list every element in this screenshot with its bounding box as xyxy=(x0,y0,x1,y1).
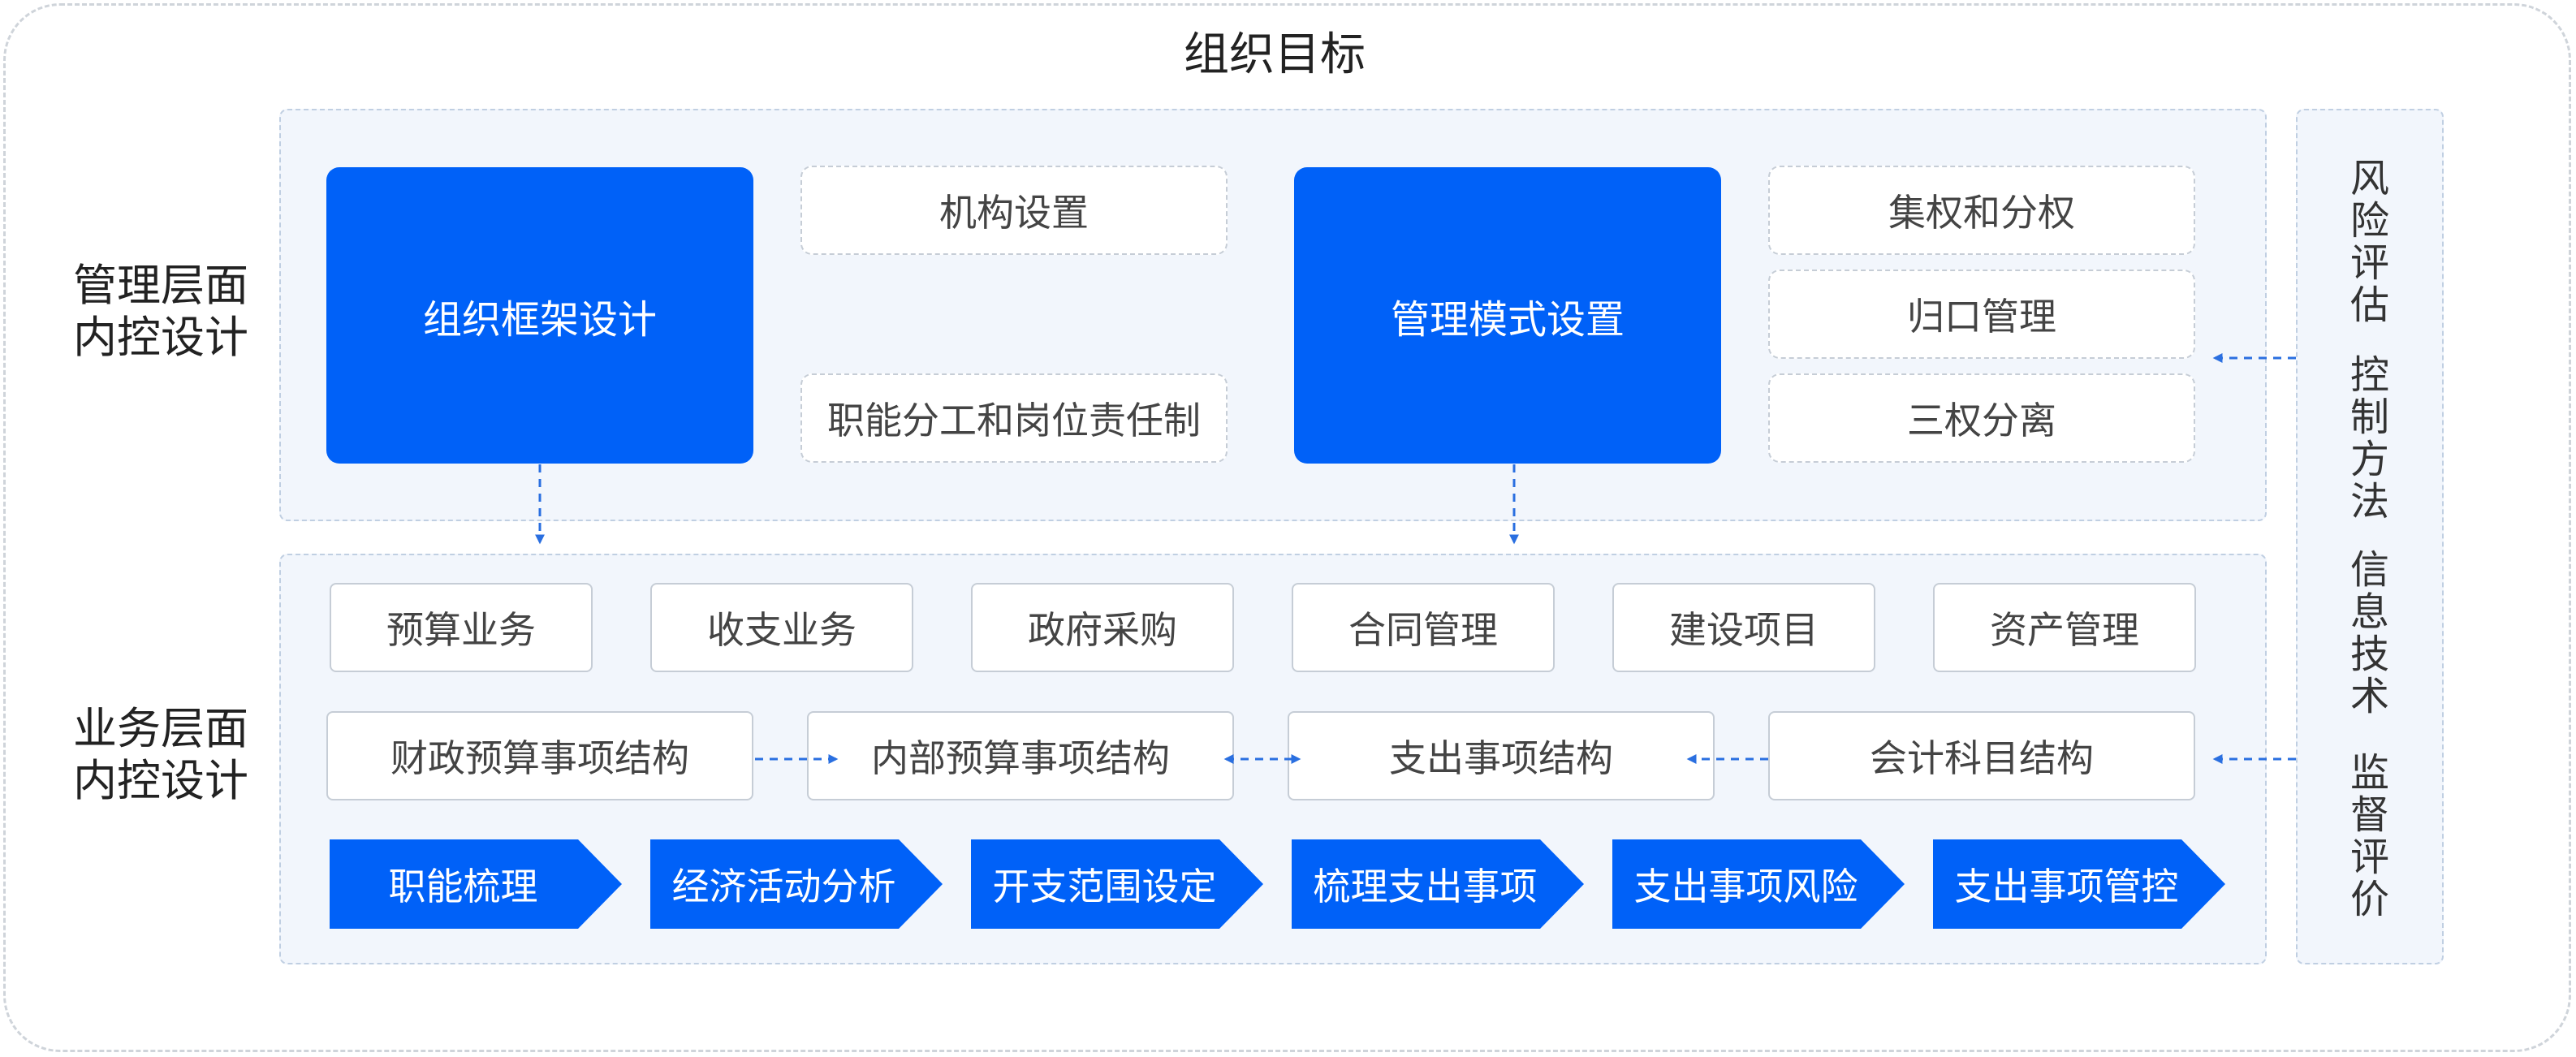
business-item-revenue-expense: 收支业务 xyxy=(650,583,913,672)
step-expense-control: 支出事项管控 xyxy=(1933,839,2225,929)
supervision-evaluation-label: 监督评价 xyxy=(2349,750,2389,922)
control-method-label: 控制方法 xyxy=(2349,352,2389,524)
management-layer-label: 管理层面 内控设计 xyxy=(73,260,248,363)
structure-accounting-subjects: 会计科目结构 xyxy=(1768,711,2195,800)
business-item-contract: 合同管理 xyxy=(1292,583,1555,672)
outer-frame xyxy=(3,3,2571,1052)
business-item-assets: 资产管理 xyxy=(1933,583,2196,672)
step-economic-analysis: 经济活动分析 xyxy=(650,839,943,929)
duty-division-box: 职能分工和岗位责任制 xyxy=(800,373,1228,463)
business-item-procurement: 政府采购 xyxy=(971,583,1234,672)
structure-fiscal-budget: 财政预算事项结构 xyxy=(326,711,753,800)
diagram-title: 组织目标 xyxy=(1184,28,1366,81)
management-mode-box: 管理模式设置 xyxy=(1294,167,1721,464)
step-expense-risk: 支出事项风险 xyxy=(1612,839,1905,929)
support-column: 风险评估 控制方法 信息技术 监督评价 xyxy=(2296,109,2444,964)
step-function-review: 职能梳理 xyxy=(330,839,622,929)
structure-expense-items: 支出事项结构 xyxy=(1288,711,1715,800)
centralized-management-box: 归口管理 xyxy=(1768,270,2195,359)
centralization-box: 集权和分权 xyxy=(1768,166,2195,255)
information-tech-label: 信息技术 xyxy=(2349,547,2389,719)
separation-of-powers-box: 三权分离 xyxy=(1768,373,2195,463)
business-item-budget: 预算业务 xyxy=(330,583,593,672)
org-framework-design-box: 组织框架设计 xyxy=(326,167,753,464)
business-layer-label: 业务层面 内控设计 xyxy=(73,703,248,806)
org-setup-box: 机构设置 xyxy=(800,166,1228,255)
risk-assessment-label: 风险评估 xyxy=(2349,156,2389,328)
structure-internal-budget: 内部预算事项结构 xyxy=(807,711,1234,800)
step-sort-expense-items: 梳理支出事项 xyxy=(1292,839,1584,929)
step-expense-scope: 开支范围设定 xyxy=(971,839,1263,929)
business-item-construction: 建设项目 xyxy=(1612,583,1875,672)
